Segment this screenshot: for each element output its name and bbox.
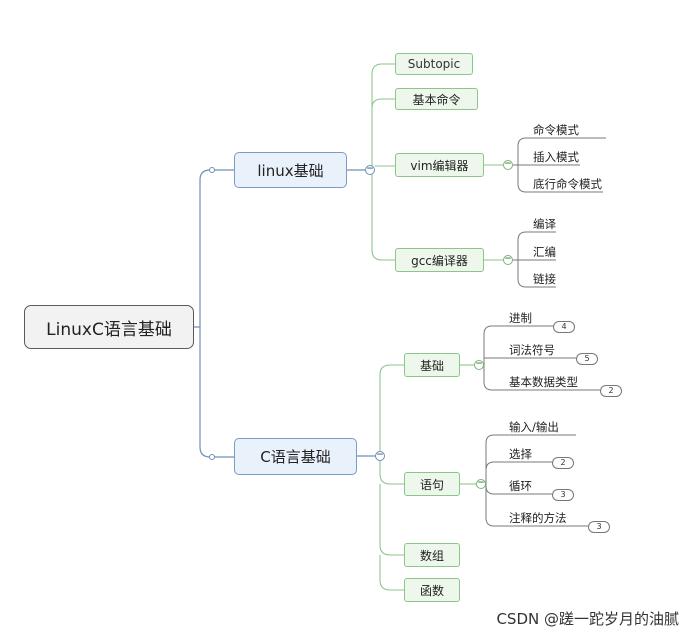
watermark: CSDN @蹉一跎岁月的油腻 (496, 610, 679, 628)
count-badge[interactable]: 2 (552, 457, 574, 469)
subtopic-functions-label: 函数 (419, 583, 444, 598)
subtopic-gcc-compiler[interactable]: gcc编译器 (395, 248, 484, 272)
collapse-c-basics-icon[interactable]: − (375, 450, 385, 461)
leaf-assemble[interactable]: 汇编 (533, 245, 556, 259)
leaf-compile[interactable]: 编译 (533, 217, 556, 231)
leaf-basic-data-types[interactable]: 基本数据类型 (509, 375, 578, 389)
leaf-comment-methods[interactable]: 注释的方法 (509, 511, 567, 525)
topic-c-basics[interactable]: C语言基础 (234, 438, 357, 475)
subtopic-functions[interactable]: 函数 (404, 578, 460, 602)
subtopic-basic-commands[interactable]: 基本命令 (395, 88, 478, 110)
root-topic[interactable]: LinuxC语言基础 (24, 305, 194, 349)
subtopic-statements-label: 语句 (419, 477, 444, 492)
subtopic-vim-editor-label: vim编辑器 (410, 158, 469, 173)
branch-connector-dot (209, 167, 215, 173)
subtopic-statements[interactable]: 语句 (404, 472, 460, 496)
subtopic-basic-commands-label: 基本命令 (412, 92, 461, 107)
root-topic-label: LinuxC语言基础 (46, 319, 172, 340)
branch-connector-dot (209, 454, 215, 460)
count-badge[interactable]: 4 (553, 321, 575, 333)
count-badge[interactable]: 2 (600, 385, 622, 397)
topic-c-basics-label: C语言基础 (260, 448, 331, 466)
collapse-statements-icon[interactable]: − (476, 478, 486, 489)
topic-linux-basics-label: linux基础 (257, 161, 324, 180)
collapse-basics-icon[interactable]: − (474, 359, 484, 370)
subtopic-vim-editor[interactable]: vim编辑器 (395, 153, 484, 177)
leaf-selection[interactable]: 选择 (509, 447, 532, 461)
subtopic-arrays[interactable]: 数组 (404, 543, 460, 567)
subtopic-gcc-compiler-label: gcc编译器 (411, 253, 468, 268)
topic-linux-basics[interactable]: linux基础 (234, 152, 347, 188)
leaf-link[interactable]: 链接 (533, 272, 556, 286)
subtopic-arrays-label: 数组 (419, 548, 444, 563)
count-badge[interactable]: 3 (588, 521, 610, 533)
leaf-insert-mode[interactable]: 插入模式 (533, 150, 579, 164)
subtopic-basics-label: 基础 (419, 358, 444, 373)
leaf-lexical-symbols[interactable]: 词法符号 (509, 343, 555, 357)
leaf-number-base[interactable]: 进制 (509, 311, 532, 325)
collapse-vim-icon[interactable]: − (503, 159, 513, 170)
leaf-loop[interactable]: 循环 (509, 479, 532, 493)
subtopic-placeholder-label: Subtopic (407, 57, 461, 71)
subtopic-basics[interactable]: 基础 (404, 353, 460, 377)
leaf-input-output[interactable]: 输入/输出 (509, 420, 559, 434)
subtopic-placeholder[interactable]: Subtopic (395, 53, 473, 75)
collapse-linux-basics-icon[interactable]: − (365, 164, 375, 175)
count-badge[interactable]: 5 (576, 353, 598, 365)
leaf-command-mode[interactable]: 命令模式 (533, 123, 579, 137)
count-badge[interactable]: 3 (552, 489, 574, 501)
collapse-gcc-icon[interactable]: − (503, 254, 513, 265)
leaf-last-line-mode[interactable]: 底行命令模式 (533, 177, 602, 191)
